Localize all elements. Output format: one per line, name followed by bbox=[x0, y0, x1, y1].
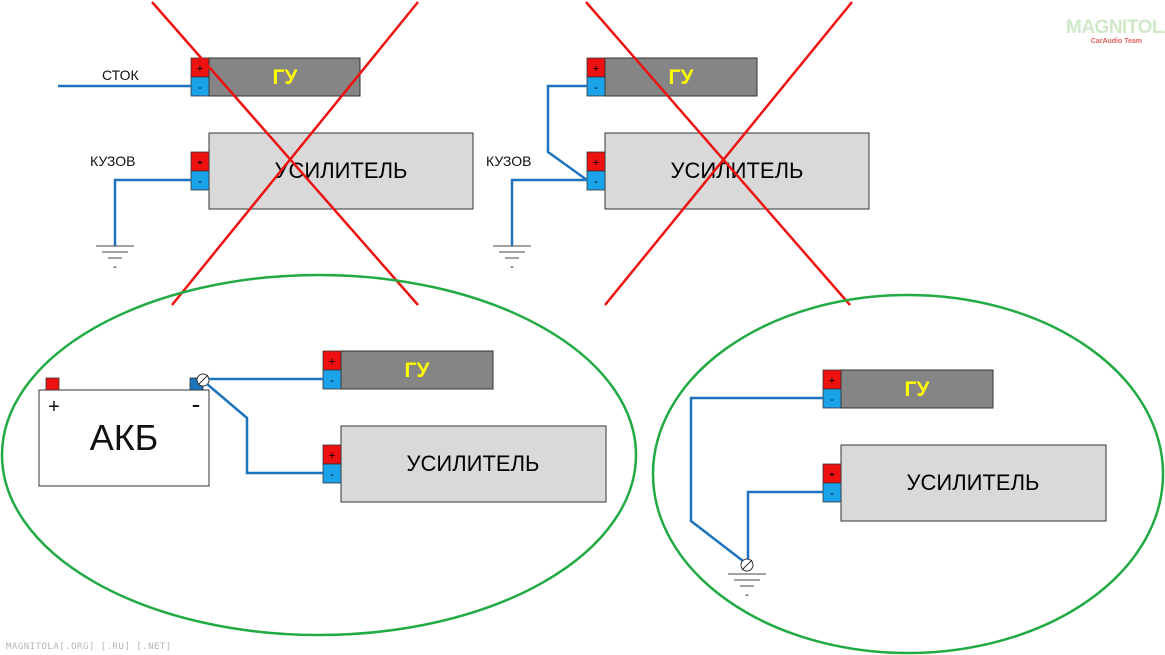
stock-label: СТОК bbox=[102, 67, 139, 83]
logo-title: MAGNITOLA bbox=[1066, 17, 1165, 38]
cross-line bbox=[604, 1, 853, 306]
logo-subtitle: CarAudio Team bbox=[1090, 38, 1142, 45]
amplifier-box bbox=[208, 132, 474, 210]
amplifier-label: УСИЛИТЕЛЬ bbox=[275, 158, 408, 183]
head-unit-box bbox=[208, 57, 361, 97]
battery-label: АКБ bbox=[90, 417, 159, 458]
panel-wrong-stock-ground: ГУ + - СТОК УСИЛИТЕЛЬ + - КУЗОВ - bbox=[58, 1, 474, 306]
head-unit-plus-sign: + bbox=[829, 375, 835, 387]
body-ground-label: КУЗОВ bbox=[90, 153, 135, 169]
body-ground-wire bbox=[113, 178, 191, 246]
head-unit-plus-sign: + bbox=[329, 356, 335, 368]
head-unit-box bbox=[840, 369, 994, 409]
head-unit-minus-sign: - bbox=[830, 394, 834, 406]
head-unit-plus-sign: + bbox=[197, 63, 203, 75]
battery-minus-sign: - bbox=[192, 389, 201, 419]
amplifier-minus-sign: - bbox=[330, 469, 334, 481]
magnitola-logo: MAGNITOLA CarAudio Team bbox=[1066, 17, 1165, 52]
head-unit-minus-sign: - bbox=[594, 82, 598, 94]
amplifier-minus-sign: - bbox=[198, 176, 202, 188]
amplifier-plus-sign: + bbox=[593, 157, 599, 169]
head-unit-minus-sign: - bbox=[330, 375, 334, 387]
cross-line bbox=[585, 1, 851, 306]
correct-ellipse bbox=[651, 293, 1165, 655]
amplifier-label: УСИЛИТЕЛЬ bbox=[407, 451, 540, 476]
ground-minus-sign: - bbox=[745, 589, 749, 601]
amplifier-label: УСИЛИТЕЛЬ bbox=[907, 470, 1040, 495]
head-unit-ground-wire bbox=[546, 84, 588, 182]
amplifier-minus-sign: - bbox=[594, 176, 598, 188]
head-unit-box bbox=[340, 350, 494, 390]
amplifier-box bbox=[604, 132, 870, 210]
head-unit-label: ГУ bbox=[669, 66, 695, 89]
head-unit-label: ГУ bbox=[273, 66, 299, 89]
head-unit-minus-sign: - bbox=[198, 82, 202, 94]
cross-line bbox=[171, 1, 419, 306]
connection-point-slash bbox=[741, 559, 753, 571]
amplifier-label: УСИЛИТЕЛЬ bbox=[671, 158, 804, 183]
ground-symbol: - bbox=[728, 573, 766, 601]
amplifier-box bbox=[840, 444, 1107, 522]
head-unit-label: ГУ bbox=[905, 378, 931, 401]
body-ground-wire bbox=[510, 178, 587, 246]
battery-plus-sign: + bbox=[48, 396, 60, 418]
ground-minus-sign: - bbox=[510, 261, 514, 273]
panel-wrong-body-ground: ГУ + - УСИЛИТЕЛЬ + - КУЗОВ - bbox=[486, 1, 870, 306]
connection-point-slash bbox=[197, 374, 209, 386]
ground-symbol: - bbox=[493, 245, 531, 273]
amplifier-ground-wire bbox=[206, 383, 323, 475]
amplifier-minus-sign: - bbox=[830, 488, 834, 500]
amplifier-plus-sign: + bbox=[197, 157, 203, 169]
amplifier-ground-wire bbox=[746, 490, 823, 561]
amplifier-plus-sign: + bbox=[829, 469, 835, 481]
battery-plus-post bbox=[45, 377, 60, 391]
footer-watermark: MAGNITOLA[.ORG] [.RU] [.NET] bbox=[6, 642, 172, 652]
body-ground-label: КУЗОВ bbox=[486, 153, 531, 169]
head-unit-ground-wire bbox=[689, 396, 823, 562]
amplifier-plus-sign: + bbox=[329, 450, 335, 462]
panel-correct-common-ground: ГУ + - УСИЛИТЕЛЬ + - - bbox=[651, 293, 1165, 655]
ground-minus-sign: - bbox=[113, 261, 117, 273]
amplifier-box bbox=[340, 425, 607, 503]
panel-correct-battery: + - АКБ ГУ + - УСИЛИТЕЛЬ + - bbox=[0, 273, 638, 637]
head-unit-plus-sign: + bbox=[593, 63, 599, 75]
ground-symbol: - bbox=[96, 245, 134, 273]
head-unit-box bbox=[604, 57, 758, 97]
head-unit-label: ГУ bbox=[405, 359, 431, 382]
battery-box bbox=[38, 389, 210, 487]
correct-ellipse bbox=[0, 273, 638, 637]
cross-line bbox=[151, 1, 419, 306]
